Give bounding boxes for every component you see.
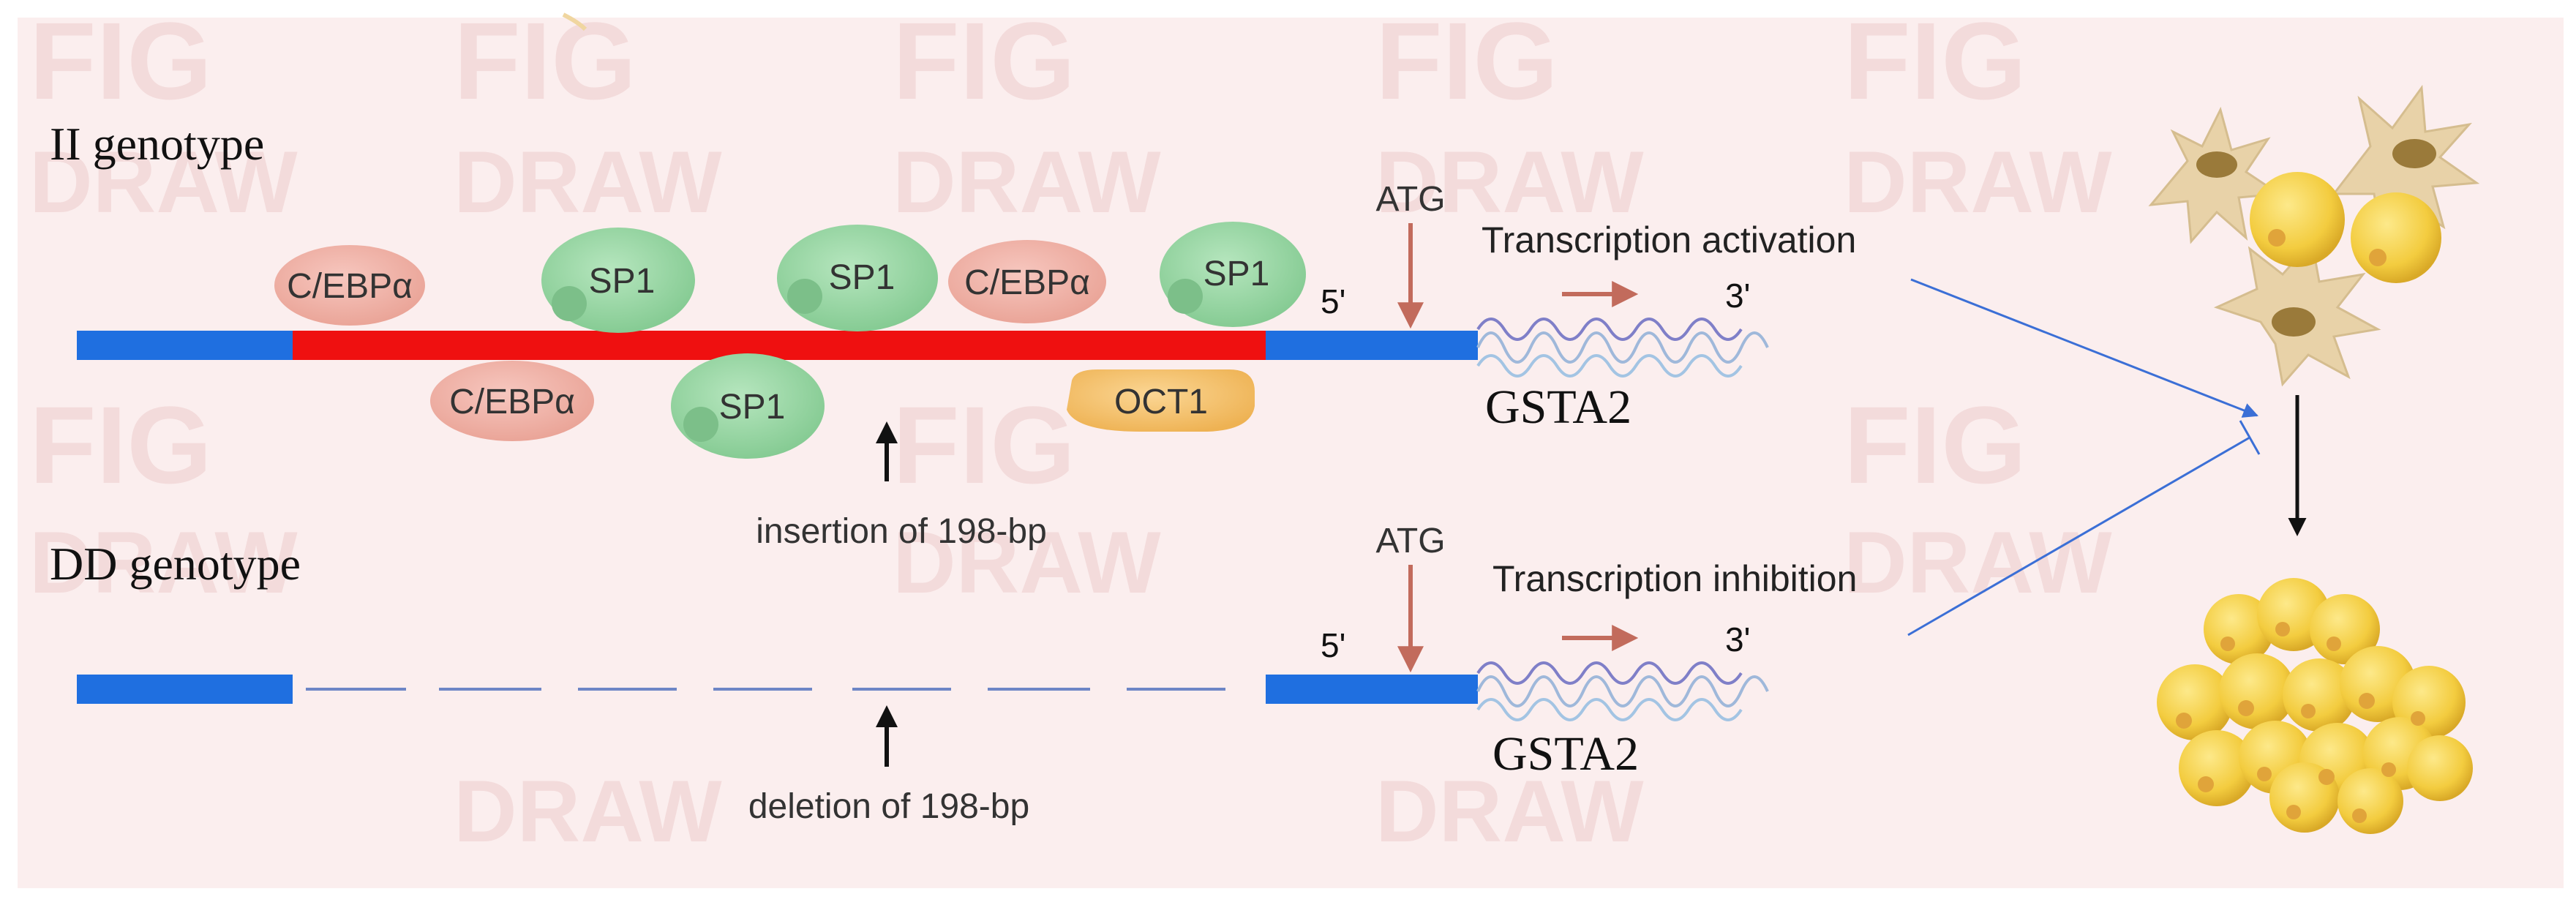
three-prime-bottom: 3' [1725, 620, 1750, 658]
diagram-background [18, 18, 2564, 888]
cebp-3-label: C/EBPα [449, 383, 575, 421]
ii-blue-right [1266, 331, 1478, 360]
watermark-draw-5: DRAW [1844, 133, 2112, 231]
watermark-fig-5: FIG [1844, 0, 2027, 122]
adipocyte-cluster-icon [2157, 578, 2473, 834]
atg-bottom-label: ATG [1375, 522, 1445, 560]
watermark-draw-3: DRAW [893, 133, 1161, 231]
oct1-label: OCT1 [1114, 383, 1208, 421]
atg-top-label: ATG [1375, 180, 1445, 219]
watermark-fig-1: FIG [29, 0, 212, 122]
transcription-activation-label: Transcription activation [1482, 219, 1856, 260]
watermark-draw-10: DRAW [1375, 762, 1644, 860]
watermark-draw-9: DRAW [454, 762, 722, 860]
watermark-draw-8: DRAW [1844, 514, 2112, 612]
sp1-1-label: SP1 [589, 262, 656, 301]
sp1-3-label: SP1 [1203, 255, 1270, 293]
deletion-label: deletion of 198-bp [748, 787, 1029, 826]
watermark-fig-7: FIG [893, 383, 1075, 506]
watermark-fig-6: FIG [29, 383, 212, 506]
binding-factor-oct1: OCT1 [1067, 369, 1255, 432]
cebp-1-label: C/EBPα [287, 267, 413, 306]
ii-blue-left [77, 331, 293, 360]
five-prime-top: 5' [1321, 282, 1345, 320]
watermark-draw-4: DRAW [1375, 133, 1644, 231]
watermark-fig-2: FIG [454, 0, 637, 122]
inhibition-bar [2239, 420, 2261, 455]
three-prime-top: 3' [1725, 277, 1750, 315]
ii-dna-strand [77, 331, 1478, 360]
watermark-draw-2: DRAW [454, 133, 722, 231]
ii-red-insertion [293, 331, 1266, 360]
fibroblast-cells-icon [2148, 84, 2480, 387]
dd-genotype-label: DD genotype [50, 538, 301, 590]
binding-factor-sp1-3: SP1 [1160, 222, 1306, 327]
watermark-fig-4: FIG [1375, 0, 1558, 122]
inhibition-line [1907, 436, 2250, 636]
dd-dna-strand [77, 675, 1478, 704]
activation-line [1910, 278, 2258, 418]
binding-factor-sp1-1: SP1 [541, 228, 695, 333]
sp1-4-label: SP1 [719, 388, 786, 427]
watermark-fig-8: FIG [1844, 383, 2027, 506]
dna-helix-bottom [1476, 661, 1769, 721]
dd-blue-right [1266, 675, 1478, 704]
binding-factor-cebp-1: C/EBPα [274, 245, 425, 326]
dd-blue-left [77, 675, 293, 704]
watermark-draw-6: DRAW [29, 514, 298, 612]
watermark-draw-1: DRAW [29, 133, 298, 231]
five-prime-bottom: 5' [1321, 626, 1345, 664]
insertion-label: insertion of 198-bp [756, 512, 1047, 551]
gsta2-bottom-label: GSTA2 [1492, 727, 1639, 781]
binding-factor-cebp-2: C/EBPα [948, 240, 1106, 323]
decorative-fleck [562, 12, 587, 31]
sp1-2-label: SP1 [829, 258, 895, 297]
watermark-fig-3: FIG [893, 0, 1075, 122]
cebp-2-label: C/EBPα [964, 263, 1090, 302]
binding-factor-cebp-3: C/EBPα [430, 361, 594, 441]
binding-factor-sp1-4: SP1 [671, 353, 825, 459]
gsta2-top-label: GSTA2 [1485, 380, 1631, 434]
binding-factor-sp1-2: SP1 [777, 225, 938, 331]
ii-genotype-label: II genotype [50, 118, 264, 170]
watermark-draw-7: DRAW [893, 514, 1161, 612]
transcription-inhibition-label: Transcription inhibition [1492, 558, 1857, 599]
dna-helix-top [1476, 318, 1769, 378]
watermark: FIG DRAW FIG DRAW FIG DRAW FIG DRAW FIG … [29, 0, 2112, 860]
